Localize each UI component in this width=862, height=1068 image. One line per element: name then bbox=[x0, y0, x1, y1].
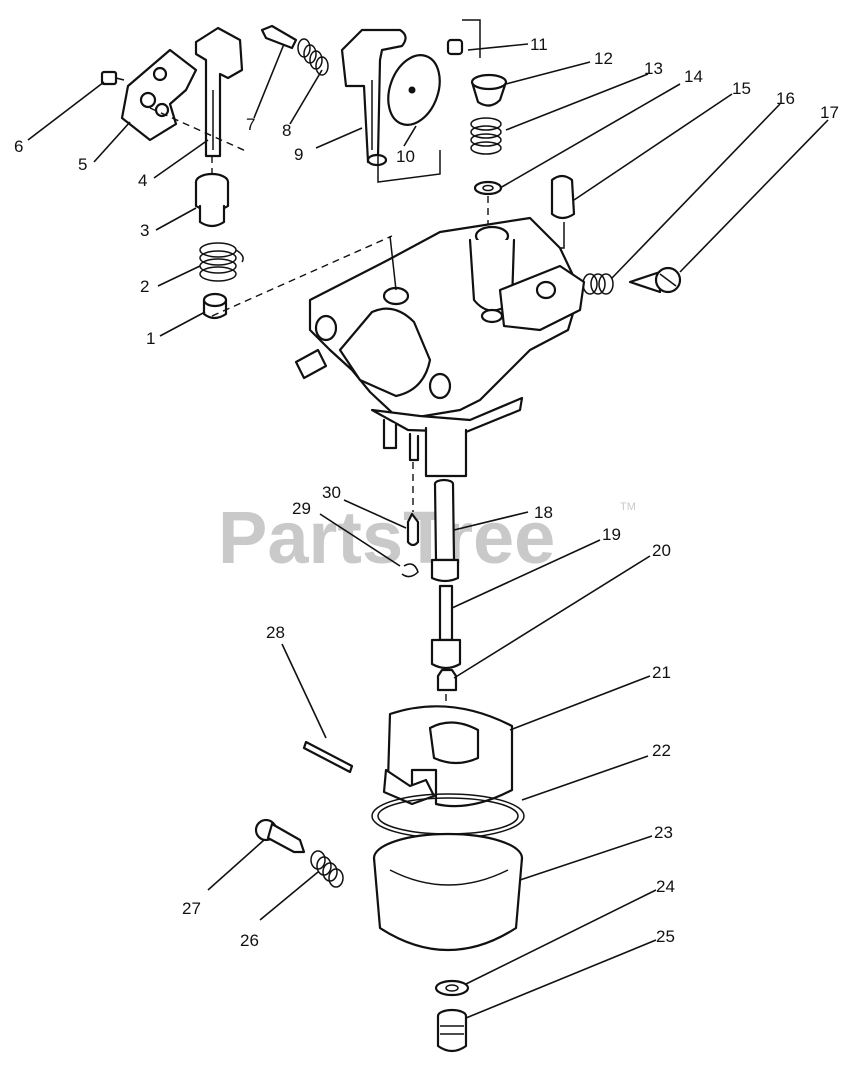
callout-24: 24 bbox=[656, 877, 675, 896]
callout-3: 3 bbox=[140, 221, 149, 240]
part-spring-8 bbox=[297, 38, 329, 76]
watermark-text: PartsTree bbox=[218, 496, 555, 579]
part-spring-13 bbox=[470, 117, 502, 155]
part-screw-6 bbox=[100, 70, 125, 86]
part-needle-30 bbox=[406, 512, 420, 547]
part-cap-12 bbox=[470, 73, 508, 107]
assembly-line bbox=[389, 235, 397, 291]
part-throttle-plate-10 bbox=[387, 54, 441, 126]
callout-28: 28 bbox=[266, 623, 285, 642]
callout-21: 21 bbox=[652, 663, 671, 682]
bracket-line bbox=[377, 150, 441, 183]
part-idle-screw-27 bbox=[254, 818, 306, 854]
part-adjust-screw-17 bbox=[628, 266, 682, 294]
callout-17: 17 bbox=[820, 103, 839, 122]
part-nozzle-18 bbox=[430, 478, 460, 583]
callout-29: 29 bbox=[292, 499, 311, 518]
callout-19: 19 bbox=[602, 525, 621, 544]
part-spring-2 bbox=[199, 242, 244, 282]
assembly-line bbox=[149, 107, 249, 153]
assembly-line bbox=[211, 235, 393, 317]
callout-30: 30 bbox=[322, 483, 341, 502]
callout-25: 25 bbox=[656, 927, 675, 946]
part-spring-16 bbox=[582, 273, 614, 295]
callout-10: 10 bbox=[396, 147, 415, 166]
bracket-line bbox=[462, 19, 481, 58]
part-washer-24 bbox=[434, 979, 470, 997]
callout-23: 23 bbox=[654, 823, 673, 842]
callout-1: 1 bbox=[146, 329, 155, 348]
callout-16: 16 bbox=[776, 89, 795, 108]
callout-13: 13 bbox=[644, 59, 663, 78]
callout-14: 14 bbox=[684, 67, 703, 86]
part-jet-20 bbox=[436, 668, 458, 692]
part-jet-19 bbox=[430, 584, 462, 670]
part-washer-14 bbox=[473, 180, 503, 196]
part-screw-11 bbox=[446, 38, 464, 56]
callout-9: 9 bbox=[294, 145, 303, 164]
part-carburetor-body bbox=[294, 216, 586, 478]
part-bushing-3 bbox=[194, 172, 230, 228]
callout-8: 8 bbox=[282, 121, 291, 140]
part-choke-shaft bbox=[194, 26, 244, 158]
callout-11: 11 bbox=[530, 35, 548, 54]
part-bowl-screw-25 bbox=[436, 1008, 468, 1053]
callout-22: 22 bbox=[652, 741, 671, 760]
part-float-21 bbox=[382, 705, 514, 808]
callout-20: 20 bbox=[652, 541, 671, 560]
callout-4: 4 bbox=[138, 171, 147, 190]
callout-18: 18 bbox=[534, 503, 553, 522]
part-collar-1 bbox=[202, 292, 228, 320]
callout-26: 26 bbox=[240, 931, 259, 950]
part-hinge-pin-28 bbox=[302, 740, 354, 774]
callout-27: 27 bbox=[182, 899, 201, 918]
callout-5: 5 bbox=[78, 155, 87, 174]
part-throttle-screw-7 bbox=[260, 24, 298, 50]
watermark-trademark: TM bbox=[620, 501, 636, 513]
part-throttle-shaft-9 bbox=[340, 28, 407, 167]
callout-7: 7 bbox=[246, 115, 255, 134]
callout-15: 15 bbox=[732, 79, 751, 98]
part-float-bowl-23 bbox=[372, 832, 524, 951]
callout-2: 2 bbox=[140, 277, 149, 296]
part-spring-26 bbox=[310, 850, 344, 888]
callout-6: 6 bbox=[14, 137, 23, 156]
callout-12: 12 bbox=[594, 49, 613, 68]
part-clip-29 bbox=[401, 563, 419, 578]
leader-lines bbox=[27, 43, 829, 1019]
part-choke-plate bbox=[120, 48, 198, 142]
callout-labels: 1 2 3 4 5 6 7 8 9 10 11 12 13 14 15 16 1… bbox=[14, 35, 839, 950]
part-valve-15 bbox=[550, 174, 576, 220]
